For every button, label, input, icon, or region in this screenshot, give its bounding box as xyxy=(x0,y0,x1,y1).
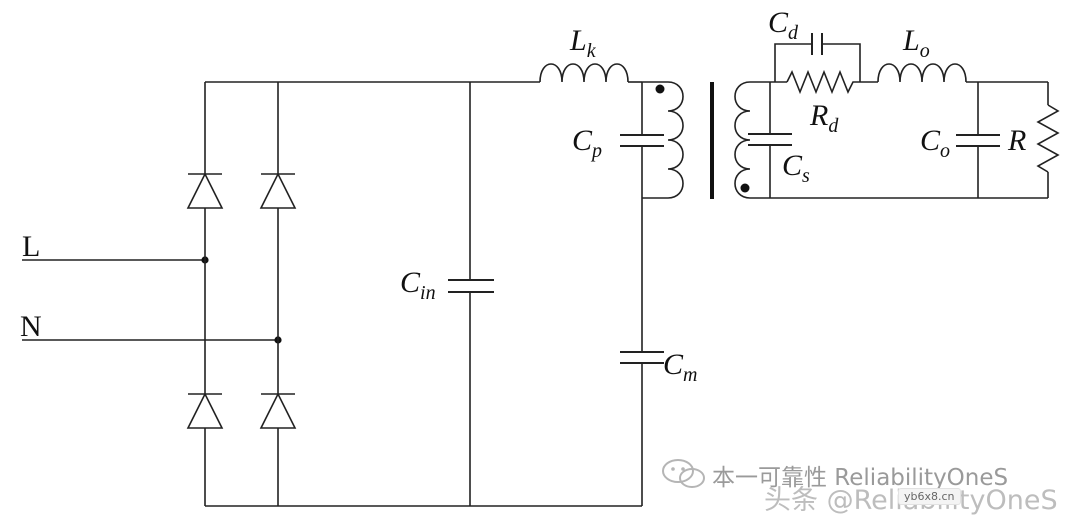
secondary-side: Cs Cd Rd Lo xyxy=(734,6,1060,199)
dc-bus xyxy=(205,81,642,507)
capacitor-cin: Cin xyxy=(400,82,494,506)
inductor-lk: Lk xyxy=(539,24,642,83)
bridge-rectifier xyxy=(186,82,297,506)
label-co: Co xyxy=(920,124,950,162)
diode-d4 xyxy=(259,392,297,429)
wechat-icon xyxy=(662,459,705,488)
resistor-rd: Rd xyxy=(786,69,878,137)
label-lo: Lo xyxy=(902,24,930,62)
label-line-N: N xyxy=(20,310,42,343)
capacitor-co: Co xyxy=(920,82,1000,198)
input-lines: L N xyxy=(20,230,282,344)
diode-d1 xyxy=(186,172,224,209)
label-lk: Lk xyxy=(569,24,597,62)
inductor-lo: Lo xyxy=(877,24,1048,83)
resistor-load: R xyxy=(1007,82,1060,198)
label-r: R xyxy=(1007,124,1026,157)
diode-d3 xyxy=(186,392,224,429)
label-cp: Cp xyxy=(572,124,602,162)
primary-winding xyxy=(667,81,684,199)
watermark-site-badge: yb6x8.cn xyxy=(898,488,961,505)
label-rd: Rd xyxy=(809,99,839,137)
watermark-line-1: 本一可靠性 ReliabilityOneS xyxy=(712,465,1009,491)
capacitor-cd: Cd xyxy=(768,6,861,82)
label-cd: Cd xyxy=(768,6,799,44)
label-cs: Cs xyxy=(782,149,810,187)
polarity-dot-primary xyxy=(655,84,665,94)
polarity-dot-secondary xyxy=(740,183,750,193)
diode-d2 xyxy=(259,172,297,209)
label-line-L: L xyxy=(22,230,40,263)
primary-side: Cp Cm xyxy=(572,81,697,506)
label-cin: Cin xyxy=(400,266,436,304)
secondary-winding xyxy=(734,81,770,199)
label-cm: Cm xyxy=(663,348,697,386)
